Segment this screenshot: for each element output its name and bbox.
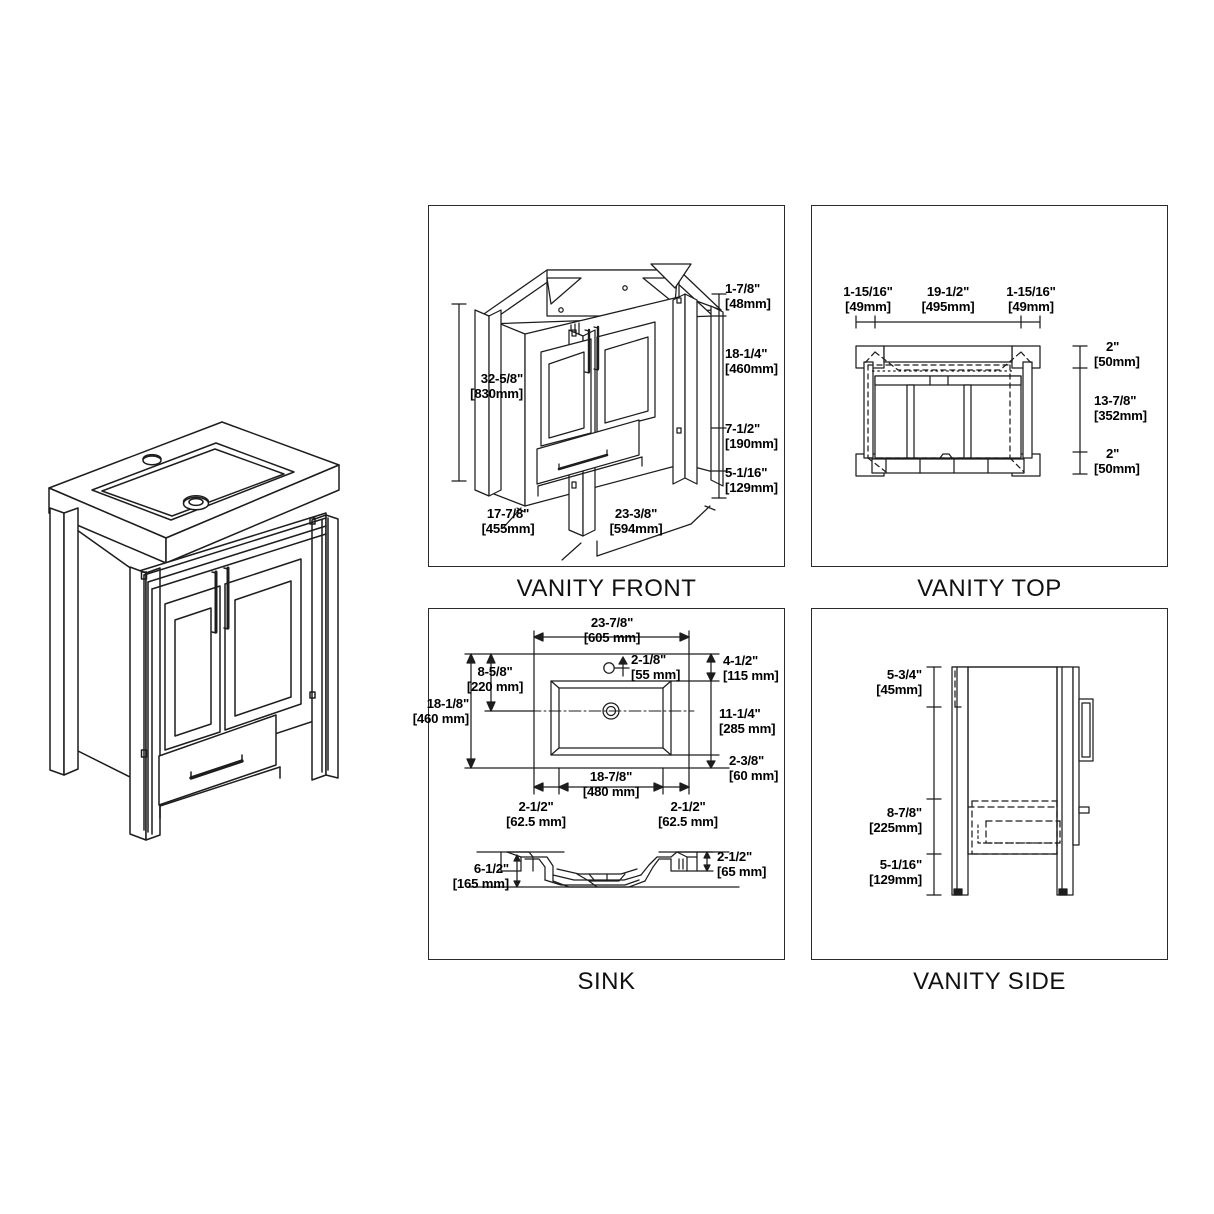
dim-side-drawer-zone: 8-7/8" [225mm] [869, 805, 922, 836]
dim-side-top-to-door: 5-3/4" [45mm] [876, 667, 922, 698]
dim-sink-faucet-hole: 2-1/8" [55 mm] [631, 652, 681, 683]
dim-sink-overall-width: 23-7/8" [605 mm] [583, 615, 641, 646]
dim-top-left-rail: 1-15/16" [49mm] [843, 284, 893, 315]
panel-vanity-top: 1-15/16" [49mm] 19-1/2" [495mm] 1-15/16"… [811, 205, 1168, 567]
dim-sink-basin-width: 18-7/8" [480 mm] [582, 769, 640, 800]
dim-sink-basin-back-edge: 8-5/8" [220 mm] [466, 664, 524, 695]
dim-top-right-rail: 1-15/16" [49mm] [1006, 284, 1056, 315]
panel-vanity-side: 5-3/4" [45mm] 8-7/8" [225mm] 5-1/16" [12… [811, 608, 1168, 960]
dim-top-front-rail: 2" [50mm] [1094, 339, 1140, 370]
dim-sink-basin-depth: 11-1/4" [285 mm] [719, 706, 776, 737]
dim-front-leg-height: 5-1/16" [129mm] [725, 465, 778, 496]
dim-front-drawer-height: 7-1/2" [190mm] [725, 421, 778, 452]
panel-title-vanity-side: VANITY SIDE [913, 968, 1066, 995]
panel-vanity-front: 32-5/8" [830mm] 1-7/8" [48mm] 18-1/4" [4… [428, 205, 785, 567]
panel-title-vanity-front: VANITY FRONT [516, 575, 697, 602]
dim-top-center-span: 19-1/2" [495mm] [921, 284, 975, 315]
dim-sink-left-margin: 2-1/2" [62.5 mm] [506, 799, 566, 830]
dim-front-overall-height: 32-5/8" [830mm] [470, 371, 523, 402]
dim-sink-overall-depth: 18-1/8" [460 mm] [412, 696, 470, 727]
dim-front-depth: 17-7/8" [455mm] [481, 506, 535, 537]
dim-sink-rear-margin: 4-1/2" [115 mm] [723, 653, 779, 684]
dim-side-leg-height: 5-1/16" [129mm] [869, 857, 922, 888]
dim-front-width: 23-3/8" [594mm] [609, 506, 663, 537]
dim-sink-right-margin: 2-1/2" [62.5 mm] [658, 799, 718, 830]
vanity-isometric-illustration [26, 420, 386, 841]
dim-top-back-rail: 2" [50mm] [1094, 446, 1140, 477]
dim-front-top-thickness: 1-7/8" [48mm] [725, 281, 771, 312]
dim-front-door-height: 18-1/4" [460mm] [725, 346, 778, 377]
panel-title-vanity-top: VANITY TOP [917, 575, 1062, 602]
panel-title-sink: SINK [577, 968, 636, 995]
dim-sink-front-margin: 2-3/8" [60 mm] [729, 753, 779, 784]
dim-top-inner-depth: 13-7/8" [352mm] [1094, 393, 1147, 424]
panel-sink: 23-7/8" [605 mm] 18-1/8" [460 mm] 8-5/8"… [413, 608, 785, 960]
dim-sink-section-height: 6-1/2" [165 mm] [452, 861, 510, 892]
dim-sink-section-rim: 2-1/2" [65 mm] [717, 849, 767, 880]
